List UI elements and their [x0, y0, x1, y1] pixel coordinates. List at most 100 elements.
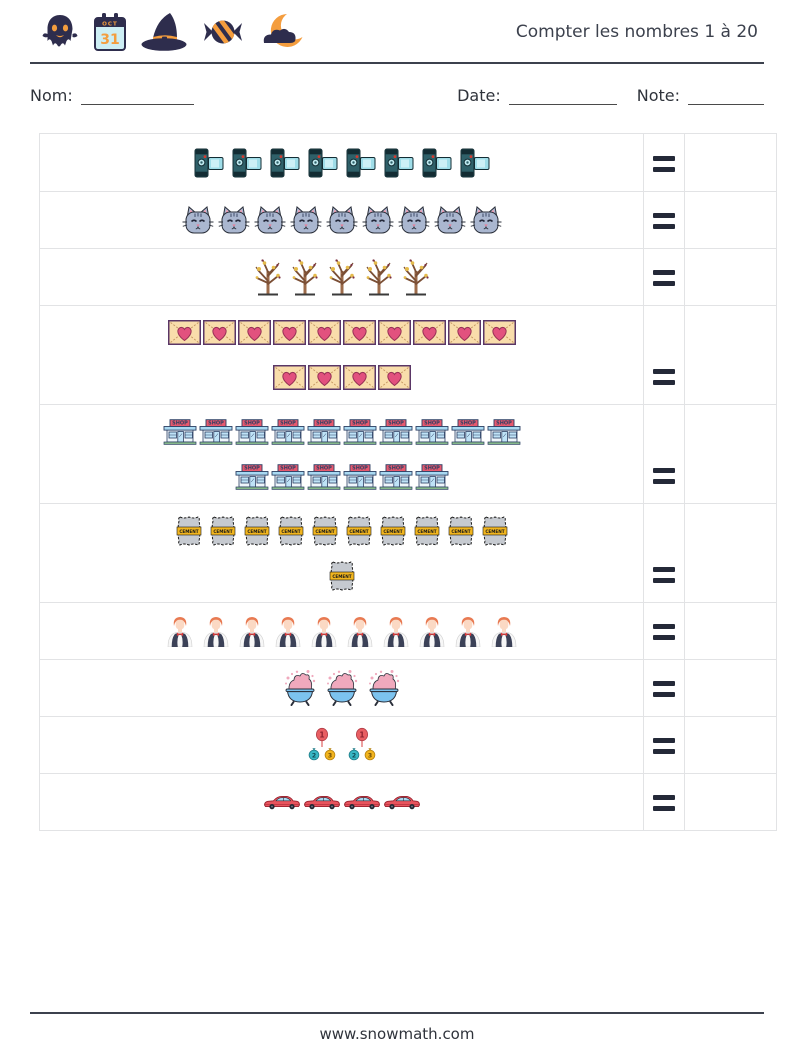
- equals-sign: [653, 196, 675, 246]
- answer-cell[interactable]: [685, 504, 776, 602]
- equals-sign: [653, 352, 675, 402]
- icon-line: CEMENT CEMENT CEMENT CEMENT CEMENT CEMEN…: [175, 508, 509, 553]
- love-letter-icon: [342, 365, 376, 390]
- footer: www.snowmath.com: [30, 1012, 764, 1043]
- cement-bag-icon: CEMENT: [277, 515, 305, 547]
- icon-line: [263, 780, 421, 825]
- love-letter-icon: [272, 365, 306, 390]
- waiter-icon: [199, 615, 233, 647]
- header-icon-strip: OCT 31: [40, 12, 304, 52]
- love-letter-icon: [272, 320, 306, 345]
- love-letter-icon: [482, 320, 516, 345]
- shop-icon: SHOP: [487, 418, 521, 445]
- answer-cell[interactable]: [685, 306, 776, 404]
- worksheet-page: OCT 31 Compter les nombres 1 à 20 Nom: D…: [30, 12, 777, 1043]
- tree-icon: [287, 258, 323, 296]
- shop-icon: SHOP: [307, 418, 341, 445]
- shop-icon: SHOP: [235, 418, 269, 445]
- icon-line: [250, 255, 434, 300]
- svg-text:CEMENT: CEMENT: [315, 528, 334, 533]
- svg-text:SHOP: SHOP: [172, 420, 188, 426]
- note-label: Note:: [636, 86, 680, 105]
- counting-row-cement-bag: CEMENT CEMENT CEMENT CEMENT CEMENT CEMEN…: [40, 503, 776, 602]
- camcorder-icon: [230, 148, 264, 178]
- svg-text:1: 1: [319, 730, 324, 739]
- icon-group-cement-bag: CEMENT CEMENT CEMENT CEMENT CEMENT CEMEN…: [40, 504, 643, 602]
- answer-cell[interactable]: [685, 249, 776, 305]
- svg-text:SHOP: SHOP: [496, 420, 512, 426]
- cat-icon: [362, 205, 394, 235]
- cauldron-icon: [323, 670, 361, 706]
- moon-cloud-icon: [258, 12, 304, 52]
- answer-cell[interactable]: [685, 774, 776, 830]
- shop-icon: SHOP: [343, 418, 377, 445]
- shop-icon: SHOP: [199, 418, 233, 445]
- answer-cell[interactable]: [685, 134, 776, 191]
- love-letter-icon: [237, 320, 271, 345]
- shop-icon: SHOP: [451, 418, 485, 445]
- camcorder-icon: [458, 148, 492, 178]
- equals-cell: [643, 774, 685, 830]
- shop-icon: SHOP: [343, 463, 377, 490]
- icon-line: SHOP SHOP SHOP SHOP: [163, 409, 521, 454]
- answer-cell[interactable]: [685, 192, 776, 248]
- answer-cell[interactable]: [685, 405, 776, 503]
- equals-cell: [643, 504, 685, 602]
- answer-cell[interactable]: [685, 717, 776, 773]
- equals-sign: [653, 253, 675, 303]
- svg-text:SHOP: SHOP: [316, 465, 332, 471]
- shop-icon: SHOP: [271, 418, 305, 445]
- svg-text:CEMENT: CEMENT: [247, 528, 266, 533]
- equals-cell: [643, 134, 685, 191]
- svg-text:OCT: OCT: [102, 22, 118, 28]
- svg-text:31: 31: [100, 32, 119, 48]
- cauldron-icon: [281, 670, 319, 706]
- svg-text:2: 2: [311, 752, 315, 759]
- answer-cell[interactable]: [685, 660, 776, 716]
- name-label: Nom:: [30, 86, 73, 105]
- counting-row-cauldron: [40, 659, 776, 716]
- medal-set-icon: 1 2 3: [347, 727, 377, 763]
- icon-group-waiter: [40, 603, 643, 659]
- equals-cell: [643, 660, 685, 716]
- camcorder-icon: [420, 148, 454, 178]
- shop-icon: SHOP: [235, 463, 269, 490]
- icon-line: [182, 198, 502, 243]
- note-blank-line[interactable]: [688, 89, 764, 105]
- shop-icon: SHOP: [379, 463, 413, 490]
- tree-icon: [361, 258, 397, 296]
- page-title: Compter les nombres 1 à 20: [515, 22, 758, 42]
- date-blank-line[interactable]: [508, 89, 617, 105]
- website-link[interactable]: www.snowmath.com: [319, 1025, 475, 1043]
- love-letter-icon: [412, 320, 446, 345]
- svg-text:CEMENT: CEMENT: [383, 528, 402, 533]
- icon-line: [163, 609, 521, 654]
- svg-text:SHOP: SHOP: [424, 420, 440, 426]
- svg-text:SHOP: SHOP: [280, 465, 296, 471]
- shop-icon: SHOP: [415, 418, 449, 445]
- love-letter-icon: [447, 320, 481, 345]
- icon-group-cauldron: [40, 660, 643, 716]
- tree-icon: [324, 258, 360, 296]
- svg-text:SHOP: SHOP: [460, 420, 476, 426]
- shop-icon: SHOP: [163, 418, 197, 445]
- icon-line: [272, 355, 411, 400]
- fields-row: Nom: Date: Note:: [30, 86, 764, 105]
- svg-text:3: 3: [367, 752, 371, 759]
- camcorder-icon: [268, 148, 302, 178]
- cement-bag-icon: CEMENT: [413, 515, 441, 547]
- cat-icon: [398, 205, 430, 235]
- answer-cell[interactable]: [685, 603, 776, 659]
- waiter-icon: [163, 615, 197, 647]
- counting-row-cat: [40, 191, 776, 248]
- cement-bag-icon: CEMENT: [447, 515, 475, 547]
- name-blank-line[interactable]: [80, 89, 194, 105]
- cat-icon: [470, 205, 502, 235]
- svg-text:SHOP: SHOP: [424, 465, 440, 471]
- waiter-icon: [451, 615, 485, 647]
- waiter-icon: [415, 615, 449, 647]
- equals-sign: [653, 607, 675, 657]
- equals-cell: [643, 249, 685, 305]
- cat-icon: [326, 205, 358, 235]
- cat-icon: [290, 205, 322, 235]
